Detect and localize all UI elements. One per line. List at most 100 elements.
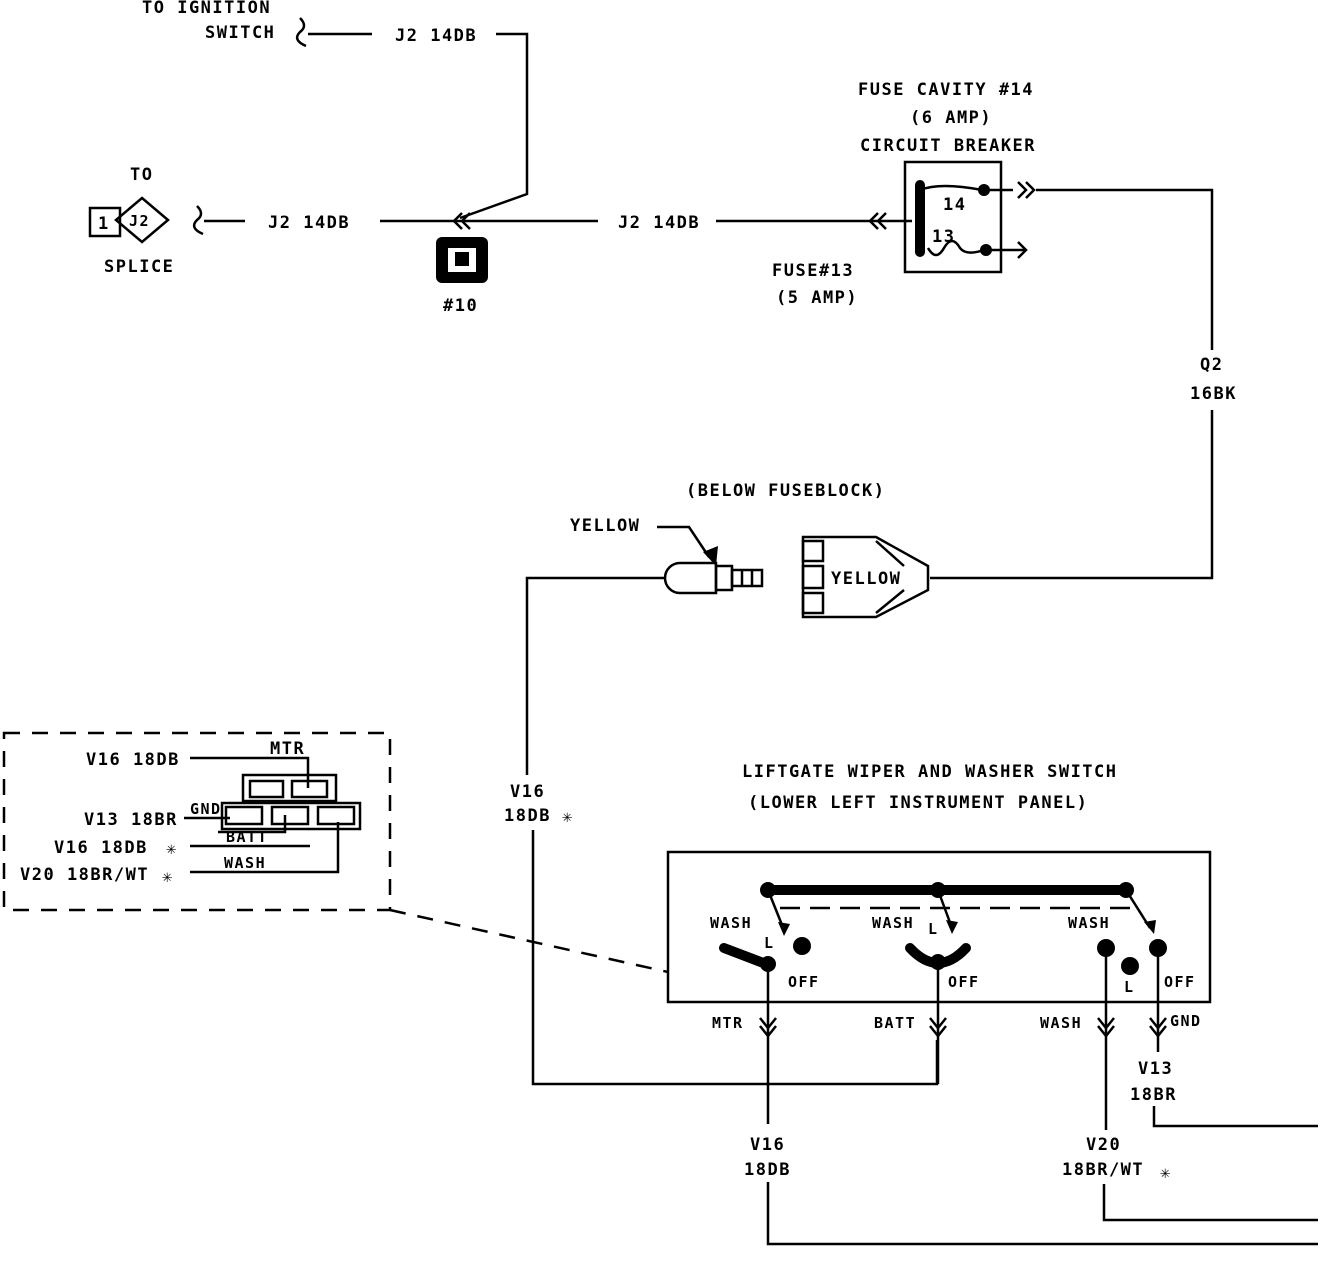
breaker-element — [919, 184, 983, 192]
yellow-female-body — [801, 535, 930, 619]
v20-wire — [1102, 1184, 1318, 1222]
fuse-13-arrow — [1017, 241, 1028, 259]
inset-wire-mtr — [190, 756, 310, 788]
gnd-terminal-arrow — [1149, 1017, 1167, 1039]
fuse-block-box — [903, 160, 1003, 274]
splice-id-label: J2 — [129, 212, 150, 230]
splice-break-symbol — [192, 205, 204, 236]
v16-left-circuit: V16 — [510, 782, 545, 802]
q2-wire-b — [930, 410, 1214, 580]
yellow-female-cavity-1 — [801, 539, 825, 563]
gnd-terminal-label: GND — [1170, 1012, 1202, 1030]
contact3-off-label: OFF — [1164, 973, 1196, 991]
v16-bottom-wire — [766, 1182, 1318, 1246]
contact2-arrowhead — [946, 920, 958, 934]
inset-leader-line — [389, 908, 669, 974]
contact3-l-label: L — [1124, 978, 1135, 996]
contact1-l-label: L — [764, 934, 775, 952]
contact1-wash-bar — [719, 943, 771, 969]
inset-gnd: GND — [190, 800, 222, 818]
yellow-male-collar — [714, 564, 734, 592]
mid-wire-arrow — [868, 212, 887, 230]
inset-cavity-5 — [316, 805, 356, 826]
inset-cavity-4 — [270, 805, 310, 826]
v16-bottom-gauge: 18DB — [744, 1160, 791, 1180]
switch-title: LIFTGATE WIPER AND WASHER SWITCH — [742, 762, 1118, 782]
inset-cavity-1 — [248, 779, 285, 799]
splice-label: SPLICE — [104, 257, 174, 277]
inset-wire-wash — [190, 822, 340, 874]
wash-terminal-label: WASH — [1040, 1014, 1082, 1032]
mtr-terminal-arrow — [759, 1017, 777, 1039]
yellow-male-label: YELLOW — [570, 516, 640, 536]
v13-wire — [1152, 1106, 1318, 1128]
connector-10-label: #10 — [443, 296, 478, 316]
yellow-male-leader-arrowhead — [703, 546, 718, 566]
splice-wire-arrow — [452, 212, 471, 230]
ignition-label-line1: TO IGNITION — [142, 0, 271, 18]
yellow-female-cavity-3 — [801, 591, 825, 615]
q2-gauge: 16BK — [1190, 384, 1237, 404]
contact2-l-label: L — [928, 920, 939, 938]
mtr-terminal-label: MTR — [712, 1014, 744, 1032]
inset-connector-top — [241, 773, 338, 803]
switch-subtitle: (LOWER LEFT INSTRUMENT PANEL) — [748, 793, 1088, 813]
inset-wash: WASH — [224, 854, 266, 872]
splice-wire-label: J2 14DB — [268, 213, 350, 233]
v13-gauge: 18BR — [1130, 1085, 1177, 1105]
contact1-wash-label: WASH — [710, 914, 752, 932]
v20-asterisk: ✳ — [1160, 1163, 1172, 1183]
contact2-off-label: OFF — [948, 973, 980, 991]
v16-wire-up — [525, 576, 666, 775]
inset-mtr: MTR — [270, 739, 305, 759]
contact3-wash-label: WASH — [1068, 914, 1110, 932]
inset-row4: V20 18BR/WT — [20, 865, 149, 885]
yellow-female-bevel-top — [875, 540, 905, 567]
contact3-arrowhead — [1144, 920, 1156, 934]
splice-to-label: TO — [130, 165, 153, 185]
inset-row1: V16 18DB — [86, 750, 180, 770]
inset-row3-asterisk: ✳ — [166, 839, 178, 859]
inset-row4-asterisk: ✳ — [162, 867, 174, 887]
v16-left-asterisk: ✳ — [562, 807, 574, 827]
yellow-female-bevel-bottom — [875, 589, 905, 614]
contact1-off-label: OFF — [788, 973, 820, 991]
contact2-wash-label: WASH — [872, 914, 914, 932]
fuse-cavity-line1: FUSE CAVITY #14 — [858, 80, 1034, 100]
ignition-wire-b — [459, 32, 529, 220]
v16-bottom-circuit: V16 — [750, 1135, 785, 1155]
fuse13-line2: (5 AMP) — [776, 288, 858, 308]
ignition-label-line2: SWITCH — [205, 23, 275, 43]
fuse13-line1: FUSE#13 — [772, 261, 854, 281]
fuse-cavity-line2: (6 AMP) — [910, 108, 992, 128]
v20-gauge: 18BR/WT — [1062, 1160, 1144, 1180]
fuse-pin-14: 14 — [943, 195, 966, 215]
splice-pin-label: 1 — [98, 214, 110, 234]
q2-circuit: Q2 — [1200, 355, 1223, 375]
inset-connector-bottom — [220, 801, 362, 831]
yellow-female-cavity-2 — [801, 564, 825, 590]
fuse-pin-13: 13 — [932, 227, 955, 247]
splice-diamond — [114, 196, 170, 244]
v20-circuit: V20 — [1086, 1135, 1121, 1155]
inset-cavity-2 — [290, 779, 329, 799]
yellow-female-label: YELLOW — [831, 569, 901, 589]
yellow-male-pin — [730, 568, 764, 588]
inset-row2: V13 18BR — [84, 810, 178, 830]
ignition-wire-label: J2 14DB — [395, 26, 477, 46]
contact3-l-terminal — [1121, 957, 1139, 975]
q2-wire-a — [1036, 188, 1214, 350]
wash-terminal-arrow — [1097, 1017, 1115, 1039]
fuse-13-element — [926, 239, 985, 257]
ignition-break-symbol — [295, 17, 307, 48]
contact1-off-terminal — [793, 937, 811, 955]
fuse-14-arrow — [1017, 181, 1036, 199]
v16-left-gauge: 18DB — [504, 806, 551, 826]
inset-cavity-3 — [224, 805, 264, 826]
yellow-male-body — [663, 561, 718, 595]
batt-terminal-arrow — [929, 1017, 947, 1039]
below-fuseblock-label: (BELOW FUSEBLOCK) — [686, 481, 886, 501]
mid-wire-label: J2 14DB — [618, 213, 700, 233]
connector-10-pin — [455, 252, 469, 266]
